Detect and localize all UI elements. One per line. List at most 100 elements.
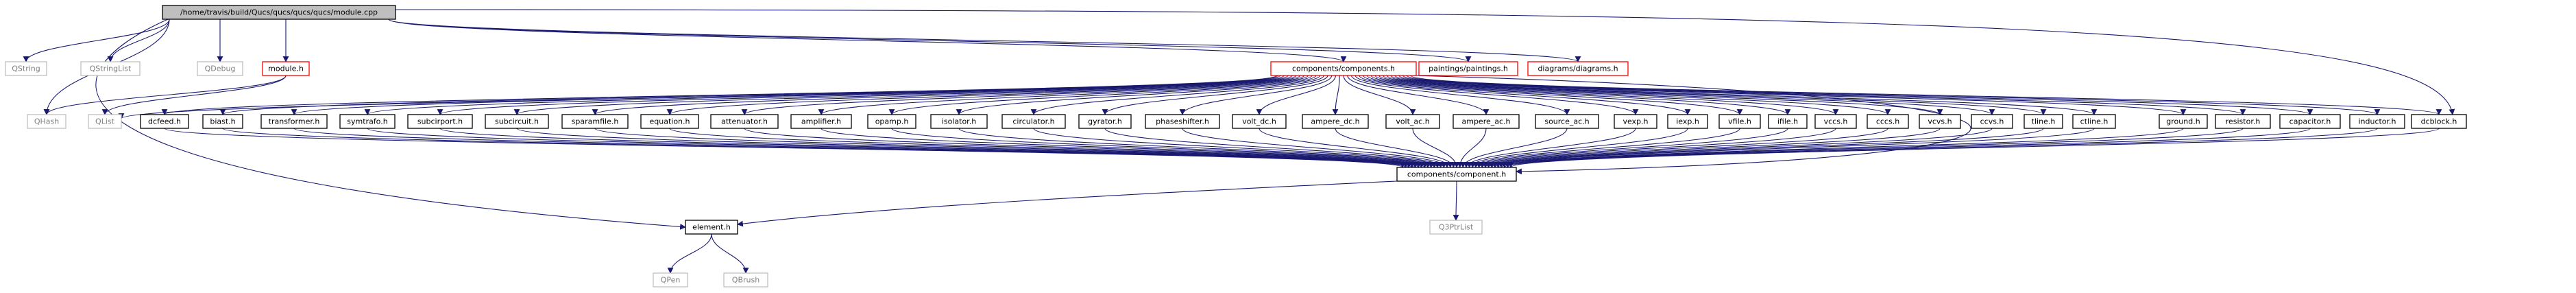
- node-circulator-h[interactable]: circulator.h: [1001, 114, 1066, 129]
- node-label: dcfeed.h: [148, 117, 181, 126]
- node-box: [2072, 114, 2116, 129]
- node-biast-h[interactable]: biast.h: [202, 114, 243, 129]
- edge-ground_h-to-component_h: [1495, 128, 2184, 168]
- node-vccs-h[interactable]: vccs.h: [1814, 114, 1857, 129]
- node-ctline-h[interactable]: ctline.h: [2072, 114, 2116, 129]
- edge-subcirport_h-to-component_h: [439, 128, 1418, 168]
- node-ground-h[interactable]: ground.h: [2159, 114, 2208, 129]
- node-box: [2159, 114, 2208, 129]
- node-volt-dc-h[interactable]: volt_dc.h: [1232, 114, 1287, 129]
- node-dcblock-h[interactable]: dcblock.h: [2411, 114, 2467, 129]
- node-sparamfile-h[interactable]: sparamfile.h: [561, 114, 629, 129]
- node-ccvs-h[interactable]: ccvs.h: [1971, 114, 2013, 129]
- edge-resistor_h-to-component_h: [1498, 128, 2244, 168]
- node-source-ac-h[interactable]: source_ac.h: [1535, 114, 1599, 129]
- node-opamp-h[interactable]: opamp.h: [867, 114, 916, 129]
- node-components-h[interactable]: components/components.h: [1270, 61, 1417, 76]
- node-box: [197, 61, 243, 76]
- node-dcfeed-h[interactable]: dcfeed.h: [140, 114, 189, 129]
- node-label: volt_dc.h: [1242, 117, 1276, 126]
- node-label: equation.h: [649, 117, 690, 126]
- node-paintings-h[interactable]: paintings/paintings.h: [1418, 61, 1518, 76]
- node-gyrator-h[interactable]: gyrator.h: [1078, 114, 1132, 129]
- node-module-h[interactable]: module.h: [262, 61, 310, 76]
- edge-volt_ac_h-to-component_h: [1412, 128, 1460, 168]
- edge-vccs_h-to-component_h: [1476, 128, 1836, 168]
- node-ifile-h[interactable]: ifile.h: [1768, 114, 1808, 129]
- node-vexp-h[interactable]: vexp.h: [1614, 114, 1657, 129]
- node-phaseshifter-h[interactable]: phaseshifter.h: [1145, 114, 1220, 129]
- node-label: diagrams/diagrams.h: [1538, 65, 1618, 73]
- edge-components_h-to-vexp_h: [1354, 75, 1639, 115]
- edge-root-to-components_h: [388, 19, 1346, 62]
- node-label: ifile.h: [1777, 117, 1798, 126]
- node-vfile-h[interactable]: vfile.h: [1718, 114, 1761, 129]
- node-label: components/component.h: [1407, 170, 1506, 179]
- edge-vexp_h-to-component_h: [1463, 128, 1636, 168]
- node-label: volt_ac.h: [1396, 117, 1429, 126]
- edge-components_h-to-circulator_h: [1030, 75, 1324, 115]
- node-label: ground.h: [2166, 117, 2200, 126]
- node-box: [930, 114, 988, 129]
- edge-components_h-to-opamp_h: [888, 75, 1317, 115]
- node-diagrams-h[interactable]: diagrams/diagrams.h: [1527, 61, 1629, 76]
- node-qdebug: QDebug: [197, 61, 243, 76]
- node-box: [80, 61, 141, 76]
- edge-components_h-to-biast_h: [220, 75, 1281, 115]
- node-transformer-h[interactable]: transformer.h: [260, 114, 328, 129]
- edge-volt_dc_h-to-component_h: [1259, 128, 1454, 168]
- node-subcircuit-h[interactable]: subcircuit.h: [485, 114, 549, 129]
- edge-component_h-to-q3ptrlist: [1453, 180, 1459, 221]
- node-attenuator-h[interactable]: attenuator.h: [710, 114, 779, 129]
- node-label: resistor.h: [2226, 117, 2261, 126]
- edge-iexp_h-to-component_h: [1466, 128, 1688, 168]
- node-subcirport-h[interactable]: subcirport.h: [407, 114, 473, 129]
- node-label: subcirport.h: [417, 117, 463, 126]
- node-isolator-h[interactable]: isolator.h: [930, 114, 988, 129]
- node-inductor-h[interactable]: inductor.h: [2349, 114, 2405, 129]
- node-iexp-h[interactable]: iexp.h: [1667, 114, 1708, 129]
- node-ampere-ac-h[interactable]: ampere_ac.h: [1453, 114, 1520, 129]
- node-label: QList: [95, 117, 115, 126]
- edge-components_h-to-gyrator_h: [1102, 75, 1328, 115]
- node-volt-ac-h[interactable]: volt_ac.h: [1385, 114, 1440, 129]
- node-component-h[interactable]: components/component.h: [1396, 167, 1517, 182]
- node-box: [685, 220, 738, 235]
- node-capacitor-h[interactable]: capacitor.h: [2279, 114, 2341, 129]
- node-box: [2279, 114, 2341, 129]
- edge-components_h-to-symtrafo_h: [365, 75, 1289, 115]
- node-ampere-dc-h[interactable]: ampere_dc.h: [1302, 114, 1369, 129]
- edge-root-to-qstringlist: [107, 19, 170, 62]
- node-label: isolator.h: [942, 117, 976, 126]
- node-label: vexp.h: [1623, 117, 1648, 126]
- node-vcvs-h[interactable]: vcvs.h: [1919, 114, 1961, 129]
- node-box: [1971, 114, 2013, 129]
- node-label: ctline.h: [2080, 117, 2109, 126]
- node-resistor-h[interactable]: resistor.h: [2215, 114, 2271, 129]
- node-box: [1614, 114, 1657, 129]
- node-box: [2024, 114, 2063, 129]
- edge-circulator_h-to-component_h: [1033, 128, 1444, 168]
- node-amplifier-h[interactable]: amplifier.h: [790, 114, 852, 129]
- edge-components_h-to-ctline_h: [1390, 75, 2098, 115]
- node-box: [1429, 220, 1483, 235]
- node-equation-h[interactable]: equation.h: [640, 114, 699, 129]
- node-cccs-h[interactable]: cccs.h: [1867, 114, 1909, 129]
- edge-opamp_h-to-component_h: [891, 128, 1437, 168]
- edge-component_h-to-element_h: [737, 180, 1398, 227]
- node-tline-h[interactable]: tline.h: [2024, 114, 2063, 129]
- edge-root-to-diagrams_h: [388, 19, 1581, 62]
- node-symtrafo-h[interactable]: symtrafo.h: [339, 114, 396, 129]
- node-box: [723, 272, 768, 288]
- node-box: [1078, 114, 1132, 129]
- edge-capacitor_h-to-component_h: [1501, 128, 2311, 168]
- node-box: [1814, 114, 1857, 129]
- node-label: biast.h: [210, 117, 235, 126]
- dependency-edges: [23, 9, 2455, 274]
- node-label: cccs.h: [1876, 117, 1899, 126]
- node-box: [162, 5, 396, 20]
- node-element-h[interactable]: element.h: [685, 220, 738, 235]
- node-label: tline.h: [2032, 117, 2056, 126]
- edge-components_h-to-ccvs_h: [1383, 75, 1995, 115]
- node-label: inductor.h: [2358, 117, 2396, 126]
